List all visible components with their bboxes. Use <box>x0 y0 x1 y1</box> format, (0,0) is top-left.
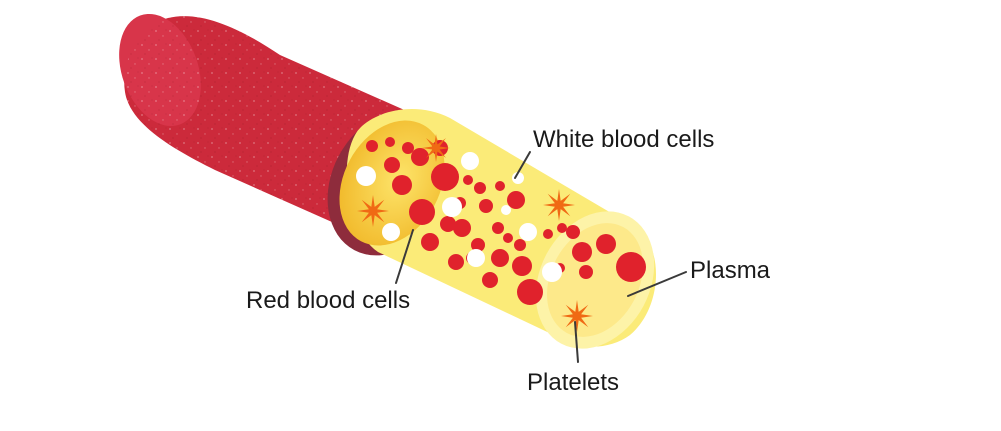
white-blood-cell <box>542 262 562 282</box>
platelets <box>357 134 593 332</box>
red-blood-cell <box>471 238 485 252</box>
white-blood-cell <box>356 166 376 186</box>
red-blood-cell <box>503 233 513 243</box>
leader-plasma <box>627 271 687 297</box>
red-blood-cell <box>479 199 493 213</box>
red-blood-cell <box>482 272 498 288</box>
red-blood-cell <box>543 229 553 239</box>
red-blood-cell <box>517 279 543 305</box>
label-red-blood-cells: Red blood cells <box>246 287 410 314</box>
leader-red-blood-cells <box>395 229 414 284</box>
red-blood-cell <box>411 148 429 166</box>
red-blood-cell <box>421 233 439 251</box>
red-blood-cell <box>557 223 567 233</box>
leader-platelets <box>574 321 579 363</box>
platelet <box>561 300 593 332</box>
red-blood-cell <box>402 142 414 154</box>
white-blood-cell <box>467 249 485 267</box>
red-blood-cell <box>507 191 525 209</box>
platelet <box>543 189 575 221</box>
red-blood-cell <box>384 157 400 173</box>
red-blood-cell <box>463 175 473 185</box>
red-blood-cell <box>579 265 593 279</box>
red-blood-cell <box>409 199 435 225</box>
red-blood-cell <box>514 239 526 251</box>
label-white-blood-cells: White blood cells <box>533 126 714 153</box>
red-blood-cell <box>448 254 464 270</box>
platelet <box>357 195 389 227</box>
red-blood-cell <box>495 181 505 191</box>
white-blood-cell <box>461 152 479 170</box>
red-blood-cell <box>431 163 459 191</box>
red-blood-cell <box>566 225 580 239</box>
white-blood-cell <box>501 205 511 215</box>
red-blood-cell <box>491 249 509 267</box>
red-blood-cells <box>366 137 646 305</box>
white-blood-cell <box>382 223 400 241</box>
red-blood-cell <box>596 234 616 254</box>
white-blood-cells <box>356 152 562 282</box>
platelet <box>422 134 450 162</box>
red-blood-cell <box>366 140 378 152</box>
red-blood-cell <box>474 182 486 194</box>
leader-white-blood-cells <box>514 151 531 179</box>
red-blood-cell <box>385 137 395 147</box>
label-plasma: Plasma <box>690 257 771 284</box>
red-blood-cell <box>616 252 646 282</box>
red-blood-cell <box>440 216 456 232</box>
white-blood-cell <box>442 197 462 217</box>
white-blood-cell <box>512 172 524 184</box>
red-blood-cell <box>453 219 471 237</box>
red-blood-cell <box>392 175 412 195</box>
red-blood-cell <box>512 256 532 276</box>
red-blood-cell <box>572 242 592 262</box>
white-blood-cell <box>519 223 537 241</box>
label-platelets: Platelets <box>527 369 619 396</box>
red-blood-cell <box>492 222 504 234</box>
